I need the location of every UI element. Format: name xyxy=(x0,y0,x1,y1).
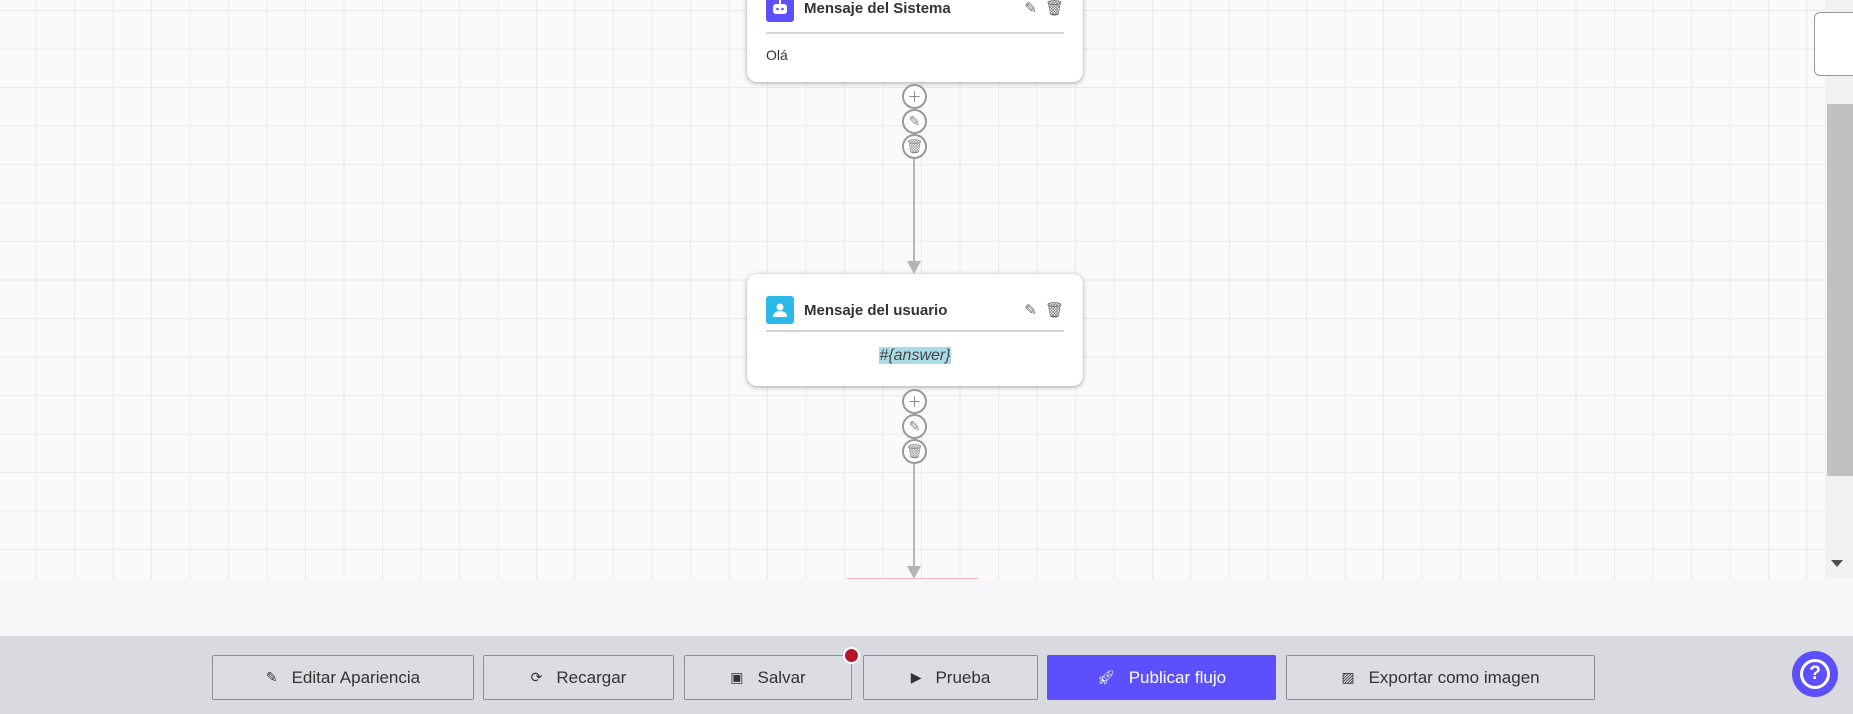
refresh-icon: ⟳ xyxy=(530,669,543,685)
delete-connection-button[interactable]: 🗑 xyxy=(902,134,927,159)
unsaved-indicator xyxy=(843,647,860,664)
rocket-icon: 🚀︎ xyxy=(1096,669,1115,685)
delete-node-icon[interactable]: 🗑 xyxy=(1044,302,1064,319)
connector-arrow xyxy=(907,566,921,579)
next-node-edge xyxy=(847,578,978,579)
edit-connection-button[interactable]: ✎ xyxy=(902,109,927,134)
node-title: Mensaje del usuario xyxy=(804,302,948,319)
connector-arrow xyxy=(907,261,921,274)
node-user-message[interactable]: Mensaje del usuario ✎ 🗑 #{answer} xyxy=(747,274,1083,386)
save-button[interactable]: ▣Salvar xyxy=(684,655,852,700)
question-icon: ? xyxy=(1800,659,1830,689)
node-system-message[interactable]: Mensaje del Sistema ✎ 🗑 Olá xyxy=(747,0,1083,82)
robot-icon xyxy=(766,0,794,22)
delete-connection-button[interactable]: 🗑 xyxy=(902,439,927,464)
scrollbar-thumb[interactable] xyxy=(1827,104,1853,476)
connector-line xyxy=(913,464,915,568)
bottom-toolbar: ✎Editar Apariencia ⟳Recargar ▣Salvar ▶Pr… xyxy=(0,636,1853,714)
node-body: Olá xyxy=(766,47,788,63)
edit-connection-button[interactable]: ✎ xyxy=(902,414,927,439)
scroll-down-arrow-icon[interactable] xyxy=(1831,560,1843,567)
connector-line xyxy=(913,159,915,264)
reload-button[interactable]: ⟳Recargar xyxy=(483,655,674,700)
add-node-button[interactable]: ＋ xyxy=(902,389,927,414)
minimap-panel[interactable] xyxy=(1814,12,1853,76)
edit-node-icon[interactable]: ✎ xyxy=(1024,302,1037,319)
edit-appearance-button[interactable]: ✎Editar Apariencia xyxy=(212,655,474,700)
node-body: #{answer} xyxy=(879,347,951,364)
play-icon: ▶ xyxy=(910,669,922,685)
add-node-button[interactable]: ＋ xyxy=(902,84,927,109)
test-button[interactable]: ▶Prueba xyxy=(863,655,1038,700)
help-button[interactable]: ? xyxy=(1792,651,1838,697)
delete-node-icon[interactable]: 🗑 xyxy=(1044,0,1064,17)
edit-node-icon[interactable]: ✎ xyxy=(1024,0,1037,17)
flow-canvas[interactable]: Mensaje del Sistema ✎🗑 Olá ＋ ✎ 🗑 Mensaje… xyxy=(0,0,1825,579)
user-icon xyxy=(766,296,794,324)
image-icon: ▨ xyxy=(1341,669,1355,685)
publish-flow-button[interactable]: 🚀︎Publicar flujo xyxy=(1047,655,1276,700)
edit-icon: ✎ xyxy=(265,669,278,685)
node-title: Mensaje del Sistema xyxy=(804,0,951,17)
save-icon: ▣ xyxy=(730,669,744,685)
export-image-button[interactable]: ▨Exportar como imagen xyxy=(1286,655,1595,700)
